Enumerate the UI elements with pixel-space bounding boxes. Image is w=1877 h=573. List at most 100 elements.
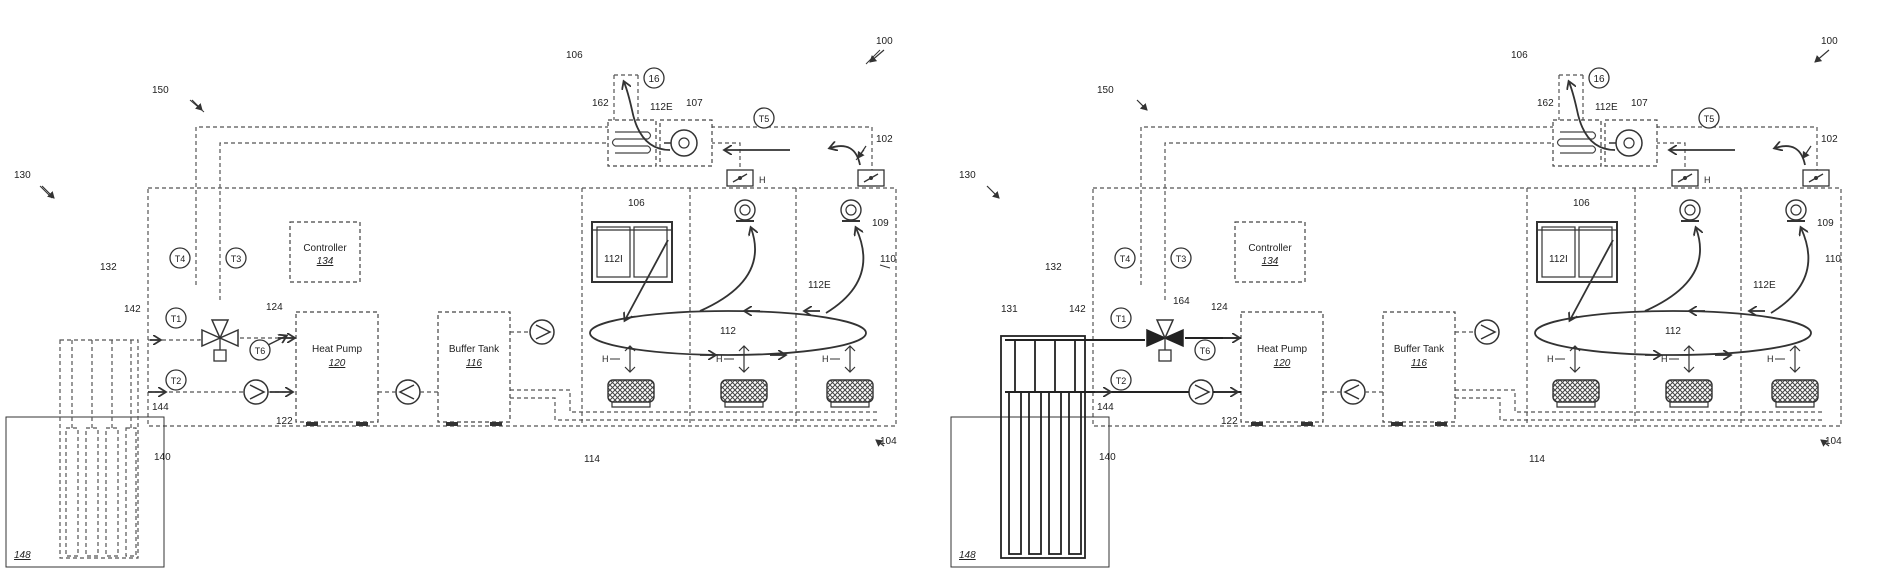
svg-text:H: H [716,354,723,364]
label-142: 142 [1069,304,1086,315]
sensor-t3: T3 [226,248,246,268]
air-duct-top [690,127,872,170]
control-line [220,143,618,300]
label-131: 131 [1001,304,1018,315]
pump-icon [396,380,420,404]
label-109: 109 [872,218,889,229]
air-duct-top [1635,127,1817,170]
airflow-arrow [826,228,863,313]
left-figure-panel: 16 T5 H [6,36,897,567]
svg-text:T1: T1 [1116,314,1127,324]
label-122: 122 [1221,416,1238,427]
radiator-zone: H [822,346,873,407]
label-132: 132 [100,262,117,273]
label-114: 114 [584,454,600,465]
label-106-window: 106 [1573,198,1590,209]
label-112e-top: 112E [650,102,673,113]
control-line [1165,143,1563,300]
sensor-t5-label: T5 [1704,114,1715,124]
label-140: 140 [1099,452,1116,463]
label-112e: 112E [1753,280,1776,291]
svg-text:H: H [1767,354,1774,364]
sensor-t4: T4 [1115,248,1135,268]
vent-icon [841,200,861,221]
svg-text:T6: T6 [1200,346,1211,356]
label-130: 130 [959,170,976,181]
label-162: 162 [1537,98,1554,109]
svg-text:H: H [1547,354,1554,364]
label-106: 106 [1511,50,1528,61]
controller-number: 134 [317,256,334,267]
label-100: 100 [1821,36,1838,47]
pump-icon [1341,380,1365,404]
pump-icon [1475,320,1499,344]
controller-title: Controller [303,243,347,254]
label-124: 124 [266,302,283,313]
label-110: 110 [1825,254,1841,265]
label-162: 162 [592,98,609,109]
pump-icon [244,380,268,404]
airflow-arrow [830,146,860,165]
ground-box [6,417,164,567]
controller-number: 134 [1262,256,1279,267]
svg-text:T2: T2 [1116,376,1127,386]
buffer-tank-number: 116 [466,358,482,369]
airflow-arrow [700,228,755,311]
svg-text:T6: T6 [255,346,266,356]
pump-icon [1189,380,1213,404]
h-label: H [759,175,766,185]
radiator-zone: H [1767,346,1818,407]
label-148: 148 [959,550,976,561]
sensor-16-label: 16 [1593,74,1605,85]
sensor-t1: T1 [166,308,186,328]
label-112i: 112I [604,254,623,265]
ground-loop-pipes-active [1001,336,1085,558]
label-122: 122 [276,416,293,427]
ground-loop-pipes [66,340,136,556]
radiator-zone: H [602,346,654,407]
label-107: 107 [686,98,703,109]
buffer-tank-number: 116 [1411,358,1427,369]
sensor-t6: T6 [1195,340,1215,360]
label-140: 140 [154,452,171,463]
control-line [1141,127,1563,285]
svg-text:T1: T1 [171,314,182,324]
heat-pump-title: Heat Pump [312,344,362,355]
vent-icon [735,200,755,221]
label-112: 112 [720,326,736,337]
label-107: 107 [1631,98,1648,109]
sensor-t3: T3 [1171,248,1191,268]
radiator-zone: H [1547,346,1599,407]
label-150: 150 [152,85,169,96]
svg-text:H: H [822,354,829,364]
buffer-tank-title: Buffer Tank [1394,344,1445,355]
sensor-t5-label: T5 [759,114,770,124]
sensor-16-label: 16 [648,74,660,85]
heat-pump-number: 120 [329,358,346,369]
three-way-valve [202,320,238,361]
label-112: 112 [1665,326,1681,337]
svg-text:H: H [1661,354,1668,364]
label-100: 100 [876,36,893,47]
pump-icon [530,320,554,344]
label-144: 144 [152,402,169,413]
label-110: 110 [880,254,896,265]
label-112e: 112E [808,280,831,291]
label-109: 109 [1817,218,1834,229]
control-line [196,127,618,285]
label-114: 114 [1529,454,1545,465]
svg-text:T3: T3 [231,254,242,264]
sensor-t4: T4 [170,248,190,268]
heating-pipe [510,390,880,412]
heat-pump-title: Heat Pump [1257,344,1307,355]
h-label: H [1704,175,1711,185]
label-102: 102 [876,134,893,145]
label-124: 124 [1211,302,1228,313]
three-way-valve-active [1147,320,1183,361]
label-132: 132 [1045,262,1062,273]
sensor-t1: T1 [1111,308,1131,328]
svg-text:T4: T4 [1120,254,1131,264]
window-unit [1537,222,1617,282]
label-102: 102 [1821,134,1838,145]
